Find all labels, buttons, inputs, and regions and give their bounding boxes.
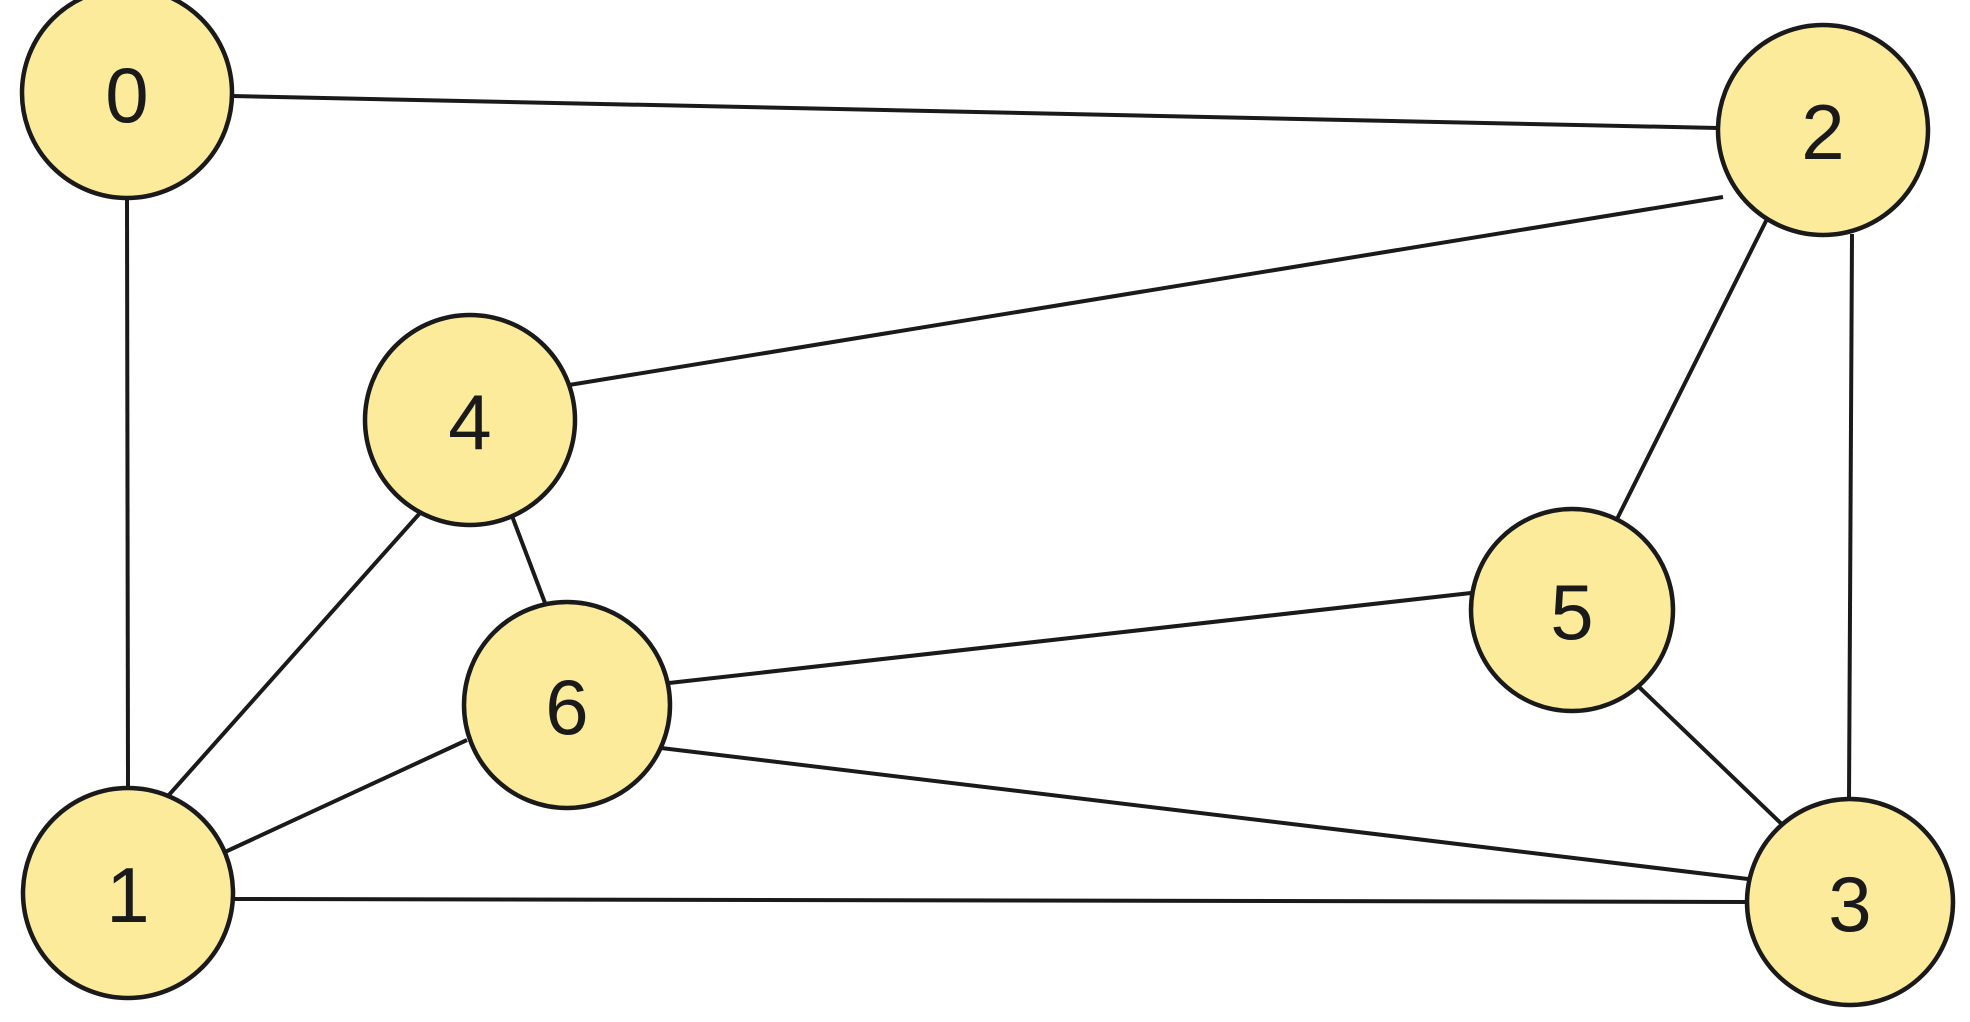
node-label-4: 4 [448,378,491,466]
node-label-1: 1 [106,851,149,939]
node-circle-1[interactable] [20,785,236,1001]
node-layer: 0 1 2 3 4 5 6 [19,0,1956,1008]
node-label-2: 2 [1801,88,1844,176]
node-label-6: 6 [545,663,588,751]
graph-edge-5-3 [1636,684,1793,835]
graph-edge-1-3 [232,897,1748,904]
graph-edge-4-2 [568,195,1724,387]
node-circle-2[interactable] [1715,22,1931,238]
graph-edge-0-2 [231,94,1719,130]
graph-edge-1-6 [224,738,468,854]
graph-edge-2-5 [1615,218,1769,520]
node-label-0: 0 [105,51,148,139]
graph-node-1[interactable]: 1 [20,785,236,1001]
graph-node-4[interactable]: 4 [362,312,578,528]
graph-edge-1-4 [166,511,422,798]
edge-layer [125,94,1854,904]
graph-node-2[interactable]: 2 [1715,22,1931,238]
graph-edge-2-3 [1847,233,1854,800]
graph-node-5[interactable]: 5 [1468,506,1676,714]
graph-node-3[interactable]: 3 [1744,796,1956,1008]
node-label-3: 3 [1828,860,1871,948]
node-circle-4[interactable] [362,312,578,528]
node-circle-0[interactable] [19,0,235,201]
graph-edge-4-6 [510,515,547,604]
graph-node-6[interactable]: 6 [461,599,673,811]
graph-edge-6-3 [660,746,1749,881]
graph-edge-0-1 [125,197,130,789]
node-circle-6[interactable] [461,599,673,811]
graph-node-0[interactable]: 0 [19,0,235,201]
node-label-5: 5 [1550,568,1593,656]
graph-edge-6-5 [668,591,1472,685]
node-circle-5[interactable] [1468,506,1676,714]
node-circle-3[interactable] [1744,796,1956,1008]
